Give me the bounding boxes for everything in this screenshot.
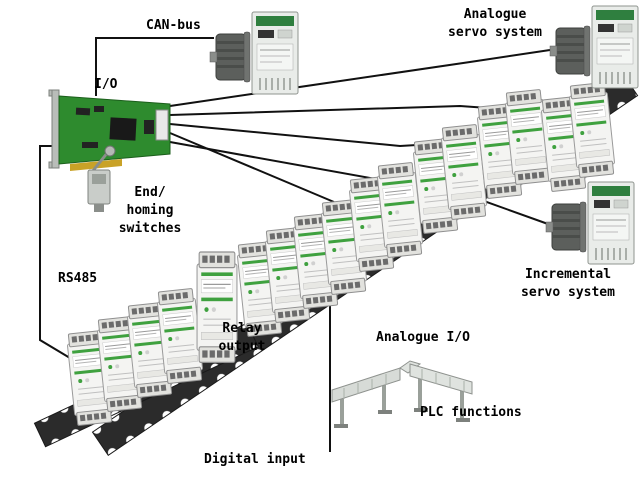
- servo-drive-icon: [591, 5, 639, 89]
- conveyor: [331, 360, 473, 428]
- wire-canbus: [95, 37, 214, 96]
- servo-drive-icon: [251, 11, 299, 95]
- roller: [104, 145, 116, 157]
- header-connector: [155, 109, 169, 141]
- wire-mid-cluster: [169, 123, 435, 148]
- wire-top-cluster: [169, 104, 489, 116]
- servo-system-canbus: [209, 11, 299, 95]
- belt-left: [331, 367, 401, 403]
- wire-center-cluster: [169, 132, 335, 203]
- servo-drive-icon: [587, 181, 635, 265]
- label-rs485: RS485: [58, 271, 98, 286]
- label-end-homing-switches: End/ homing switches: [118, 185, 182, 237]
- label-relay-output: Relay output: [218, 321, 266, 355]
- label-io: I/O: [94, 77, 118, 92]
- label-digital-input: Digital input: [204, 452, 306, 467]
- servo-system-incremental: [545, 181, 635, 265]
- label-plc-functions: PLC functions: [420, 405, 522, 420]
- label-analogue-io: Analogue I/O: [376, 330, 470, 345]
- belt-right: [409, 363, 473, 395]
- servo-motor-icon: [545, 201, 587, 253]
- limit-switch: [87, 145, 116, 212]
- wire-left-loop: [39, 145, 71, 359]
- main-chip: [109, 117, 137, 141]
- label-incremental-servo-system: Incremental servo system: [521, 267, 615, 301]
- pci-io-card: [48, 89, 171, 171]
- servo-motor-icon: [209, 31, 251, 83]
- label-can-bus: CAN-bus: [146, 18, 201, 33]
- label-analogue-servo-system: Analogue servo system: [448, 7, 542, 41]
